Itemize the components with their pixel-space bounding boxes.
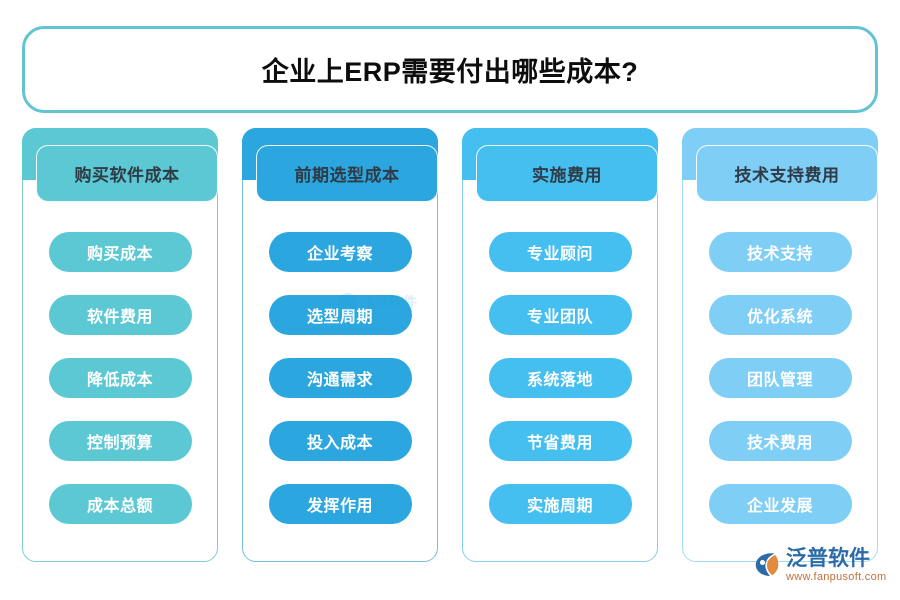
logo-text-group: 泛普软件 www.fanpusoft.com bbox=[786, 548, 886, 584]
list-item[interactable]: 技术费用 bbox=[708, 421, 852, 461]
pill-label: 专业团队 bbox=[526, 309, 593, 326]
pill-label: 系统落地 bbox=[526, 372, 593, 389]
list-item[interactable]: 控制预算 bbox=[48, 421, 192, 461]
pill-label: 降低成本 bbox=[86, 372, 153, 389]
list-item[interactable]: 购买成本 bbox=[48, 232, 192, 272]
list-item[interactable]: 专业顾问 bbox=[488, 232, 632, 272]
list-item[interactable]: 团队管理 bbox=[708, 358, 852, 398]
pill-label: 企业考察 bbox=[306, 246, 373, 263]
pill-label: 实施周期 bbox=[526, 498, 593, 515]
column-header-label: 购买软件成本 bbox=[74, 166, 180, 185]
pill-label: 控制预算 bbox=[86, 435, 153, 452]
fanpu-logo-icon bbox=[755, 553, 779, 576]
list-item[interactable]: 沟通需求 bbox=[268, 358, 412, 398]
column-group: 购买软件成本 购买成本 软件费用 降低成本 控制预算 成本总额 前期选型成本 企… bbox=[0, 128, 900, 564]
column-implementation-fee: 实施费用 专业顾问 专业团队 系统落地 节省费用 实施周期 bbox=[462, 128, 658, 562]
list-item[interactable]: 实施周期 bbox=[488, 484, 632, 524]
pill-label: 成本总额 bbox=[86, 498, 153, 515]
column-header-label: 技术支持费用 bbox=[734, 166, 840, 185]
pill-list: 技术支持 优化系统 团队管理 技术费用 企业发展 bbox=[682, 232, 878, 524]
list-item[interactable]: 专业团队 bbox=[488, 295, 632, 335]
pill-label: 软件费用 bbox=[86, 309, 153, 326]
pill-label: 投入成本 bbox=[306, 435, 373, 452]
pill-label: 企业发展 bbox=[746, 498, 813, 515]
brand-logo: 泛普软件 www.fanpusoft.com bbox=[752, 548, 892, 594]
pill-label: 沟通需求 bbox=[306, 372, 373, 389]
list-item[interactable]: 选型周期 bbox=[268, 295, 412, 335]
pill-list: 专业顾问 专业团队 系统落地 节省费用 实施周期 bbox=[462, 232, 658, 524]
list-item[interactable]: 节省费用 bbox=[488, 421, 632, 461]
pill-label: 专业顾问 bbox=[526, 246, 593, 263]
page-title: 企业上ERP需要付出哪些成本? bbox=[261, 57, 639, 87]
list-item[interactable]: 降低成本 bbox=[48, 358, 192, 398]
list-item[interactable]: 优化系统 bbox=[708, 295, 852, 335]
list-item[interactable]: 软件费用 bbox=[48, 295, 192, 335]
column-header-label: 实施费用 bbox=[532, 166, 602, 185]
column-preselection-cost: 前期选型成本 企业考察 选型周期 沟通需求 投入成本 发挥作用 bbox=[242, 128, 438, 562]
card-header: 技术支持费用 bbox=[696, 145, 878, 202]
title-banner: 企业上ERP需要付出哪些成本? bbox=[22, 26, 878, 113]
list-item[interactable]: 企业考察 bbox=[268, 232, 412, 272]
list-item[interactable]: 技术支持 bbox=[708, 232, 852, 272]
pill-label: 技术支持 bbox=[746, 246, 813, 263]
logo-company-name: 泛普软件 bbox=[786, 547, 870, 570]
pill-label: 节省费用 bbox=[526, 435, 593, 452]
list-item[interactable]: 发挥作用 bbox=[268, 484, 412, 524]
pill-list: 购买成本 软件费用 降低成本 控制预算 成本总额 bbox=[22, 232, 218, 524]
column-purchase-software-cost: 购买软件成本 购买成本 软件费用 降低成本 控制预算 成本总额 bbox=[22, 128, 218, 562]
pill-list: 企业考察 选型周期 沟通需求 投入成本 发挥作用 bbox=[242, 232, 438, 524]
pill-label: 发挥作用 bbox=[306, 498, 373, 515]
card-header: 实施费用 bbox=[476, 145, 658, 202]
column-technical-support-fee: 技术支持费用 技术支持 优化系统 团队管理 技术费用 企业发展 bbox=[682, 128, 878, 562]
pill-label: 团队管理 bbox=[746, 372, 813, 389]
card-header: 前期选型成本 bbox=[256, 145, 438, 202]
list-item[interactable]: 投入成本 bbox=[268, 421, 412, 461]
logo-website-url: www.fanpusoft.com bbox=[786, 571, 887, 583]
pill-label: 购买成本 bbox=[86, 246, 153, 263]
card-header: 购买软件成本 bbox=[36, 145, 218, 202]
column-header-label: 前期选型成本 bbox=[294, 166, 400, 185]
pill-label: 选型周期 bbox=[306, 309, 373, 326]
pill-label: 优化系统 bbox=[746, 309, 813, 326]
pill-label: 技术费用 bbox=[746, 435, 813, 452]
list-item[interactable]: 成本总额 bbox=[48, 484, 192, 524]
list-item[interactable]: 系统落地 bbox=[488, 358, 632, 398]
list-item[interactable]: 企业发展 bbox=[708, 484, 852, 524]
